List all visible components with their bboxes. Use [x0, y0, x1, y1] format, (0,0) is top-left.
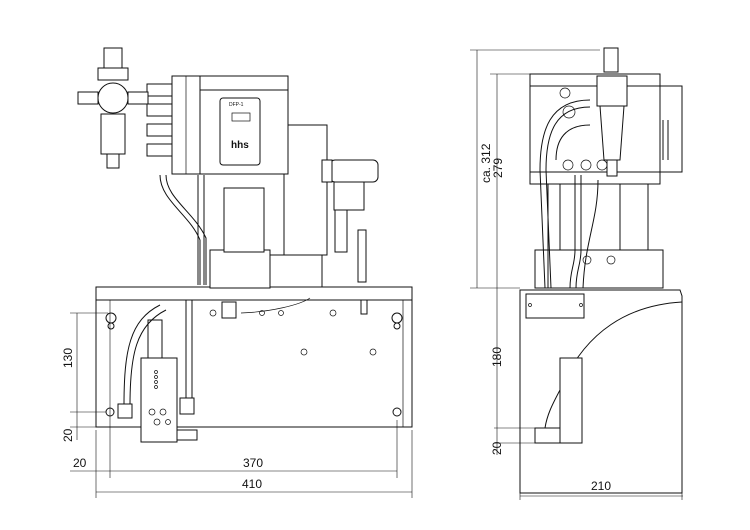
- dim-130: 130: [61, 348, 75, 368]
- pressure-switch: [147, 319, 163, 359]
- dim-ca-312: ca. 312: [479, 143, 493, 183]
- dim-410: 410: [242, 477, 262, 491]
- front-dimensions: 410 370 20 130 20: [61, 300, 413, 498]
- dim-180: 180: [490, 347, 504, 367]
- reservoir-base: [209, 249, 271, 289]
- dim-20-vertical: 20: [61, 428, 75, 442]
- side-dimensions: ca. 312 279 180 20 210: [470, 49, 683, 500]
- pump-column: [223, 187, 265, 253]
- name-plate: [525, 293, 585, 319]
- pump-label: DFP-1: [229, 102, 244, 108]
- air-filter-regulator: [77, 47, 149, 169]
- dim-20-horizontal: 20: [73, 456, 87, 470]
- dim-279: 279: [491, 158, 505, 178]
- dim-20-side: 20: [490, 441, 504, 455]
- reservoir-base-side: [534, 249, 664, 289]
- dim-210: 210: [591, 479, 611, 493]
- pump-label-plate: [219, 97, 261, 166]
- front-view: DFP-1 hhs: [77, 47, 413, 443]
- dim-370: 370: [243, 456, 263, 470]
- reservoir: [283, 124, 328, 256]
- solenoid-valve: [329, 159, 379, 183]
- mounting-hole-keyhole-right: [391, 312, 403, 330]
- mounting-hole-right: [392, 407, 402, 417]
- side-view: [519, 47, 683, 494]
- distributor-block: [140, 357, 178, 443]
- cable-gland: [221, 301, 237, 319]
- brand-logo: hhs: [231, 140, 249, 151]
- mounting-hole-keyhole-left: [105, 312, 117, 330]
- wall-bracket: [519, 289, 683, 494]
- pump-head-side: [529, 73, 661, 185]
